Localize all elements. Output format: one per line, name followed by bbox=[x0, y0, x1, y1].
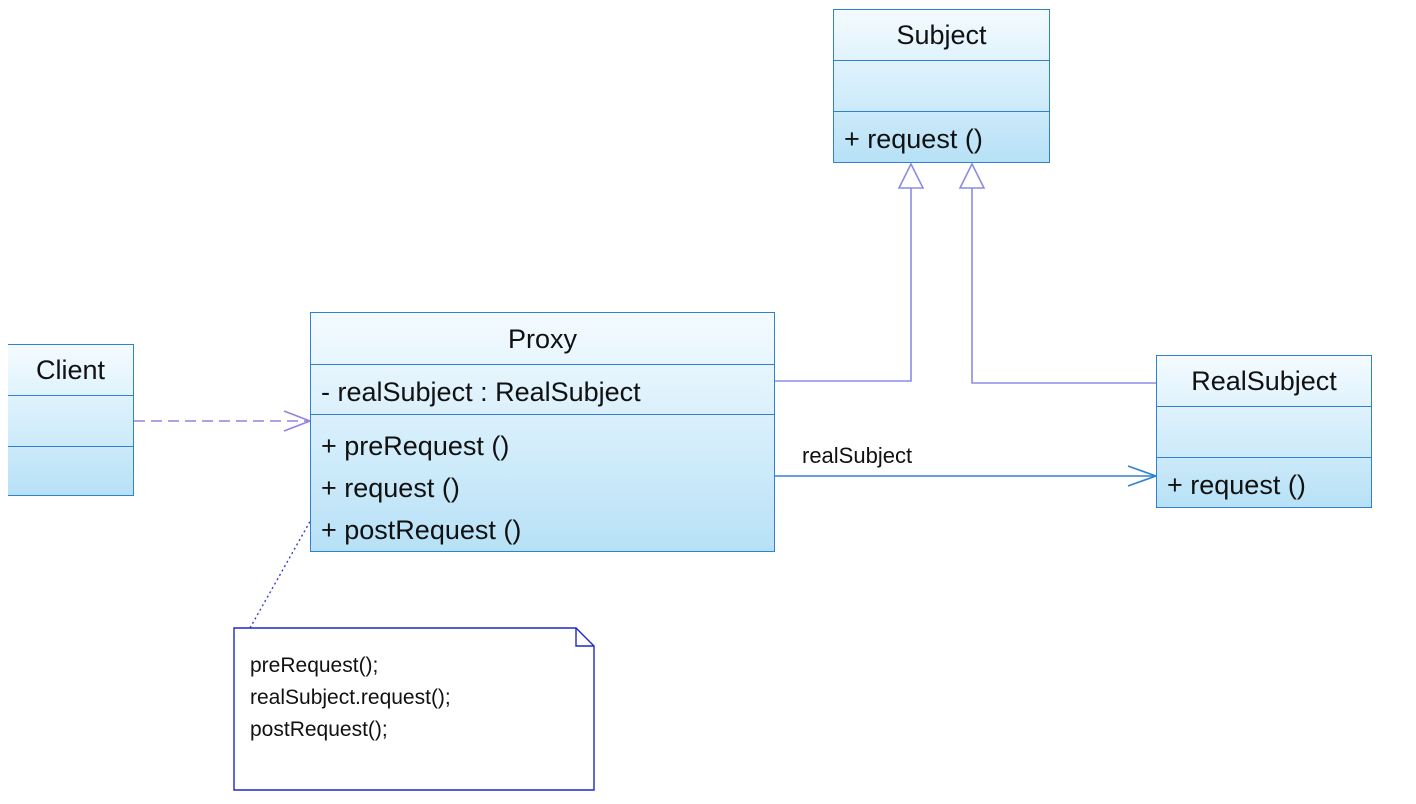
class-operations-compartment: + preRequest () + request () + postReque… bbox=[311, 415, 774, 551]
class-name: Client bbox=[8, 345, 133, 396]
association-label: realSubject bbox=[802, 443, 912, 468]
class-attributes-compartment bbox=[834, 61, 1049, 112]
note-folded-corner bbox=[575, 628, 594, 647]
operation-prerequest: + preRequest () bbox=[321, 431, 510, 461]
class-realsubject[interactable]: RealSubject + request () bbox=[1156, 355, 1372, 508]
class-operations-compartment: + request () bbox=[1157, 458, 1371, 500]
note-line-prerequest: preRequest(); bbox=[250, 654, 379, 677]
class-name: Proxy bbox=[311, 313, 774, 365]
generalization-arrowhead-realsubject bbox=[958, 162, 986, 189]
operation-request: + request () bbox=[1167, 470, 1306, 500]
class-proxy[interactable]: Proxy - realSubject : RealSubject + preR… bbox=[310, 312, 775, 552]
class-attributes-compartment bbox=[8, 396, 133, 447]
class-operations-compartment: + request () bbox=[834, 112, 1049, 154]
class-subject[interactable]: Subject + request () bbox=[833, 9, 1050, 163]
generalization-proxy-to-subject bbox=[775, 188, 912, 382]
note-line-realsubject-request: realSubject.request(); bbox=[250, 686, 451, 709]
operation-postrequest: + postRequest () bbox=[321, 515, 522, 545]
generalization-realsubject-to-subject bbox=[971, 188, 1156, 384]
operation-request: + request () bbox=[844, 124, 983, 154]
note-line-postrequest: postRequest(); bbox=[250, 718, 388, 741]
class-operations-compartment bbox=[8, 447, 133, 495]
note: preRequest(); realSubject.request(); pos… bbox=[250, 650, 580, 746]
class-attributes-compartment: - realSubject : RealSubject bbox=[311, 365, 774, 415]
operation-request: + request () bbox=[321, 473, 460, 503]
class-attributes-compartment bbox=[1157, 407, 1371, 458]
generalization-arrowhead-proxy bbox=[897, 162, 925, 189]
class-name: Subject bbox=[834, 10, 1049, 61]
attribute-realsubject: - realSubject : RealSubject bbox=[321, 377, 641, 407]
class-client[interactable]: Client bbox=[8, 344, 134, 496]
class-name: RealSubject bbox=[1157, 356, 1371, 407]
note-shape bbox=[233, 627, 595, 791]
